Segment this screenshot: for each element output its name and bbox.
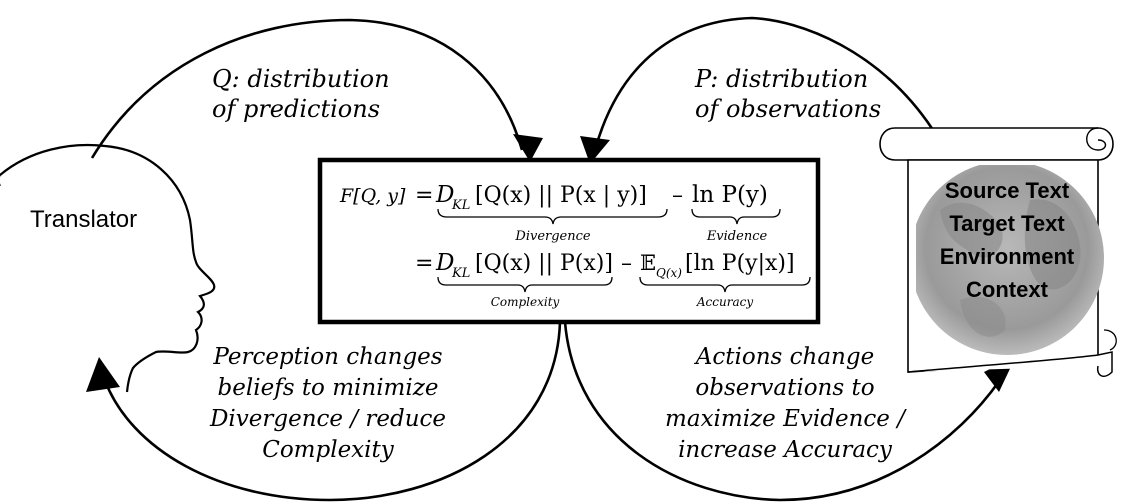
- evidence-term: ln P(y): [692, 182, 768, 208]
- evidence-brace: [691, 208, 781, 225]
- translator-label: Translator: [30, 206, 138, 233]
- q-distribution-label: Q: distribution of predictions: [212, 64, 390, 124]
- perception-line-3: Divergence / reduce: [209, 406, 447, 432]
- perception-arrowhead: [86, 357, 120, 392]
- head-silhouette-icon: [0, 143, 216, 393]
- equation-line-2: = D KL [Q(x) || P(x)] – 𝔼 Q(x) [ln P(y|x…: [415, 250, 811, 309]
- p-label-line-2: of observations: [695, 95, 882, 123]
- equation-equals-1: =: [415, 183, 433, 208]
- equation-line-1: F[Q, y] = D KL [Q(x) || P(x | y)] – ln P…: [339, 182, 781, 244]
- left-cycle-arrowhead: [513, 134, 543, 162]
- divergence-brace: [437, 208, 668, 225]
- right-cycle-top-arc: [593, 16, 935, 151]
- equation-lhs: F[Q, y]: [339, 185, 406, 207]
- scroll-line-target: Target Text: [949, 211, 1065, 236]
- right-cycle-arrowhead: [580, 136, 610, 164]
- perception-text: Perception changes beliefs to minimize D…: [188, 342, 468, 466]
- left-cycle-top-arc: [90, 18, 524, 159]
- q-label-line-2: of predictions: [212, 95, 381, 123]
- p-label-line-1: P: distribution: [695, 65, 869, 93]
- scroll-line-source: Source Text: [944, 178, 1070, 203]
- equation-minus-1: –: [672, 183, 683, 208]
- divergence-label: Divergence: [514, 229, 591, 244]
- complexity-brace: [437, 276, 613, 293]
- accuracy-brace: [639, 276, 811, 293]
- actions-text: Actions change observations to maximize …: [655, 342, 915, 466]
- divergence-term: [Q(x) || P(x | y)]: [475, 183, 647, 208]
- scroll-line-environment: Environment: [939, 244, 1075, 269]
- kl-symbol-2: D: [435, 250, 454, 276]
- scroll-text: Source Text Target Text Environment Cont…: [912, 174, 1102, 306]
- equation-minus-2: –: [621, 251, 632, 276]
- equation-equals-2: =: [415, 251, 433, 276]
- scroll-icon: [879, 127, 1117, 377]
- complexity-label: Complexity: [491, 295, 560, 309]
- right-cycle-bottom-arc: [563, 321, 1002, 502]
- scroll-line-context: Context: [966, 277, 1048, 302]
- kl-subscript-2: KL: [451, 266, 470, 281]
- kl-subscript-1: KL: [451, 198, 470, 213]
- expectation-symbol: 𝔼: [640, 251, 656, 275]
- perception-line-1: Perception changes: [213, 344, 443, 370]
- accuracy-label: Accuracy: [696, 295, 753, 309]
- actions-line-3: maximize Evidence /: [665, 406, 905, 432]
- perception-line-2: beliefs to minimize: [217, 375, 439, 401]
- perception-line-4: Complexity: [262, 437, 394, 463]
- left-cycle-bottom-arc: [102, 321, 562, 502]
- evidence-label: Evidence: [706, 229, 768, 244]
- p-distribution-label: P: distribution of observations: [695, 64, 881, 124]
- actions-line-1: Actions change: [695, 344, 875, 370]
- expectation-subscript: Q(x): [656, 266, 682, 280]
- equation-box: [317, 157, 821, 325]
- globe-icon: [916, 165, 1104, 355]
- q-label-line-1: Q: distribution: [212, 65, 390, 93]
- actions-line-4: increase Accuracy: [678, 437, 892, 463]
- actions-line-2: observations to: [695, 375, 875, 401]
- complexity-term: [Q(x) || P(x)]: [475, 251, 613, 276]
- accuracy-term: [ln P(y|x)]: [685, 251, 795, 276]
- kl-symbol-1: D: [435, 182, 454, 208]
